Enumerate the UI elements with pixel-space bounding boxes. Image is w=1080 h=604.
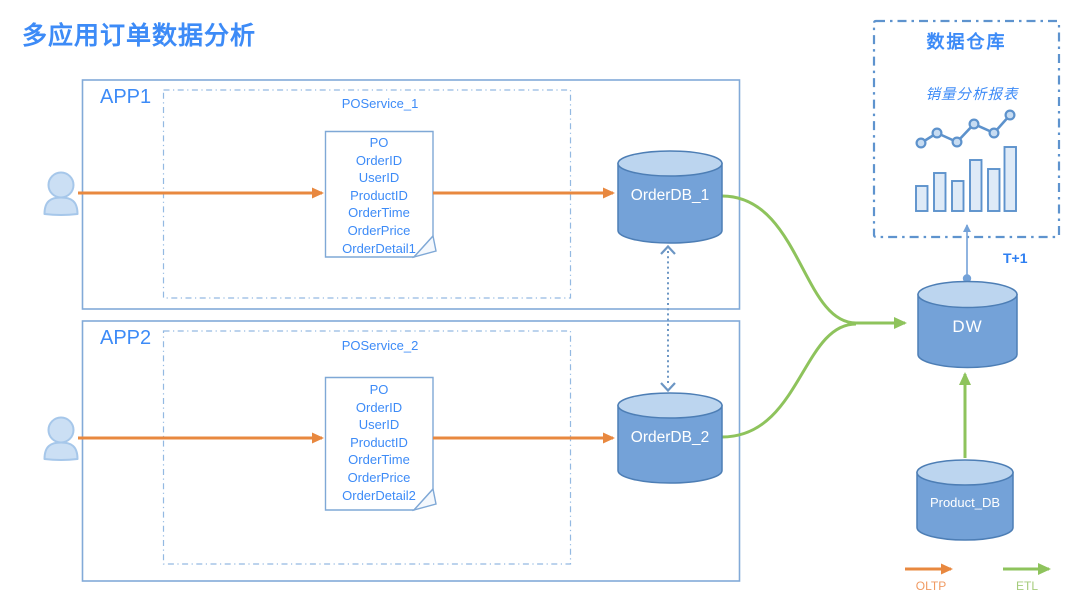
order-document-1: [324, 130, 437, 259]
app2-label: APP2: [100, 327, 152, 349]
orderdb2-cylinder: [617, 392, 723, 484]
poservice2-label: POService_2: [341, 338, 419, 353]
oltp-arrows: [78, 187, 615, 444]
doc-field: OrderID: [355, 399, 403, 415]
user-icon: [43, 416, 79, 461]
page-title: 多应用订单数据分析: [22, 22, 257, 50]
sales-report-label: 销量分析报表: [925, 87, 1019, 103]
doc-field: PO: [369, 382, 389, 397]
orderdb1-cylinder: [617, 150, 723, 244]
doc-field: OrderTime: [348, 205, 410, 221]
order-document-2: [324, 376, 437, 512]
user-icon: [43, 171, 79, 216]
app2-box: [81, 320, 741, 582]
orderdb1-label: OrderDB_1: [630, 187, 710, 204]
bar-chart-icon: [915, 146, 1017, 212]
legend-etl-label: ETL: [1015, 579, 1038, 593]
order-document-2-fields: PO OrderID UserID ProductID OrderTime Or…: [325, 381, 433, 504]
warehouse-title: 数据仓库: [926, 32, 1007, 52]
productdb-cylinder: [916, 459, 1014, 541]
etl-arrows: [721, 194, 971, 458]
doc-field: UserID: [358, 170, 400, 186]
doc-field: ProductID: [350, 187, 408, 203]
poservice1-label: POService_1: [341, 96, 419, 111]
productdb-label: Product_DB: [929, 495, 1001, 510]
orderdb2-label: OrderDB_2: [630, 429, 710, 446]
order-document-1-fields: PO OrderID UserID ProductID OrderTime Or…: [325, 134, 433, 257]
dw-to-warehouse-arrow: [962, 224, 972, 283]
doc-field: OrderDetail1: [342, 240, 416, 256]
doc-field: OrderPrice: [347, 469, 411, 485]
poservice2-box: [162, 330, 572, 565]
doc-field: OrderDetail2: [342, 487, 416, 503]
doc-field: OrderPrice: [347, 222, 411, 238]
dw-cylinder: [917, 280, 1018, 369]
db-sync-dotted-arrow: [660, 244, 676, 393]
t-plus-1-label: T+1: [1003, 250, 1028, 266]
doc-field: UserID: [358, 417, 400, 433]
dw-label: DW: [952, 317, 983, 336]
doc-field: PO: [369, 135, 389, 150]
line-chart-icon: [915, 109, 1016, 149]
legend-oltp-label: OLTP: [915, 579, 947, 593]
doc-field: OrderTime: [348, 452, 410, 468]
app1-label: APP1: [100, 86, 152, 108]
doc-field: ProductID: [350, 434, 408, 450]
doc-field: OrderID: [355, 152, 403, 168]
